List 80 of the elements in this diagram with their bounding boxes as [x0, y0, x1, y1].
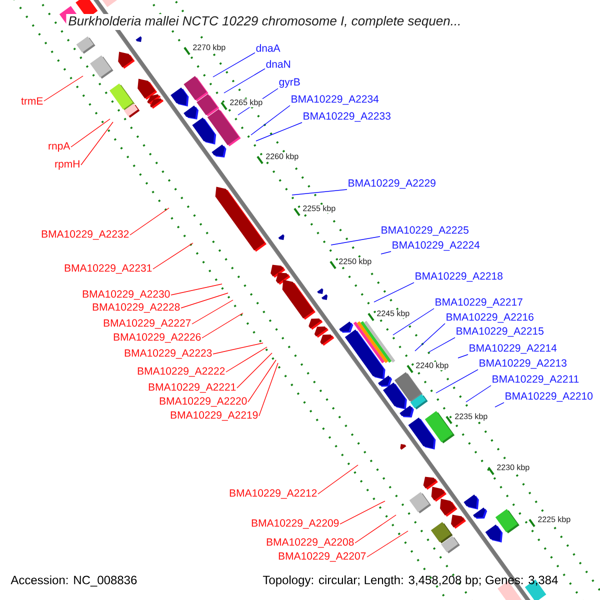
gene-label: BMA10229_A2233 [304, 112, 390, 122]
gene-label: BMA10229_A2209 [252, 519, 339, 529]
gene-label: BMA10229_A2225 [382, 226, 468, 236]
scale-label: 2260 kbp [265, 152, 300, 162]
scale-label: 2250 kbp [338, 258, 372, 266]
gene-label: BMA10229_A2218 [416, 272, 502, 282]
gene-label: rnpA [48, 142, 70, 152]
gene-label: BMA10229_A2227 [104, 319, 191, 329]
leader-line [236, 352, 272, 388]
gene-label: BMA10229_A2223 [124, 349, 212, 359]
gene-label: BMA10229_A2216 [446, 313, 534, 323]
leader-line [212, 342, 264, 354]
leader-line [354, 514, 396, 544]
gene-label: BMA10229_A2207 [278, 552, 366, 562]
scale-label: 2245 kbp [376, 310, 410, 318]
scale-label: 2230 kbp [496, 464, 530, 472]
leader-line [80, 122, 114, 166]
scale-label: 2255 kbp [302, 204, 336, 214]
gene-label: BMA10229_A2211 [492, 375, 579, 385]
gene-label: BMA10229_A2230 [82, 290, 170, 300]
leader-line [192, 300, 234, 324]
gene-label: BMA10229_A2217 [436, 298, 522, 308]
leader-line [366, 530, 408, 558]
leader-line [380, 251, 392, 254]
gene-label: dnaN [266, 60, 290, 68]
leader-line [458, 354, 468, 358]
leader-line [70, 118, 110, 148]
leader-line [248, 360, 276, 402]
leader-line [494, 402, 504, 408]
leader-line [428, 337, 456, 352]
leader-line [180, 292, 228, 308]
gene-label: BMA10229_A2220 [160, 397, 247, 407]
title: Burkholderia mallei NCTC 10229 chromosome I, complete sequen... [66, 14, 464, 30]
gene-label: rpmH [55, 160, 80, 170]
gene-label: BMA10229_A2213 [480, 359, 566, 369]
gene-label: BMA10229_A2210 [506, 392, 593, 402]
leader-line [224, 68, 266, 94]
gene-label: BMA10229_A2232 [42, 230, 129, 240]
gene-label: gyrB [279, 78, 300, 88]
leader-line [392, 308, 434, 336]
gene-label: BMA10229_A2214 [470, 344, 557, 354]
leader-line [292, 189, 348, 196]
leader-line [226, 346, 268, 372]
leader-line [152, 242, 194, 270]
scale-label: 2265 kbp [229, 98, 264, 108]
leader-line [256, 122, 302, 142]
footer-text: Topology: circular; Length: 3,458,208 bp; Genes: 3,384 [262, 575, 558, 587]
leader-line [202, 312, 244, 338]
scale-label: 2270 kbp [192, 44, 226, 52]
gene-label: BMA10229_A2212 [230, 489, 317, 499]
gene-label: BMA10229_A2229 [348, 179, 436, 189]
gene-label: BMA10229_A2228 [92, 303, 180, 313]
gene-label: BMA10229_A2231 [64, 264, 152, 274]
leader-line [436, 369, 478, 394]
leader-line [212, 52, 256, 78]
gene-label: BMA10229_A2215 [456, 327, 544, 337]
leader-line [330, 236, 380, 246]
leader-line [44, 76, 84, 102]
leader-line [130, 208, 170, 236]
gene-label: BMA10229_A2224 [392, 241, 480, 251]
leader-line [340, 500, 386, 524]
gene-label: BMA10229_A2226 [114, 333, 201, 343]
gene-label: BMA10229_A2221 [148, 383, 236, 393]
scale-label: 2225 kbp [537, 516, 572, 524]
leader-line [414, 323, 446, 352]
leader-line [250, 105, 290, 136]
leader-line [258, 362, 278, 416]
gene-label: BMA10229_A2208 [266, 538, 354, 548]
leader-line [466, 385, 492, 402]
gene-label: BMA10229_A2222 [138, 367, 225, 377]
scale-label: 2240 kbp [415, 362, 450, 370]
footer-text: Accession: NC_008836 [10, 575, 137, 587]
gene-label: trmE [21, 97, 43, 105]
gene-label: BMA10229_A2234 [292, 95, 379, 105]
gene-label: dnaA [256, 44, 280, 52]
scale-label: 2235 kbp [454, 412, 488, 422]
gene-label: BMA10229_A2219 [170, 411, 258, 421]
leader-line [374, 282, 414, 302]
leader-line [170, 284, 222, 296]
leader-line [318, 464, 358, 494]
